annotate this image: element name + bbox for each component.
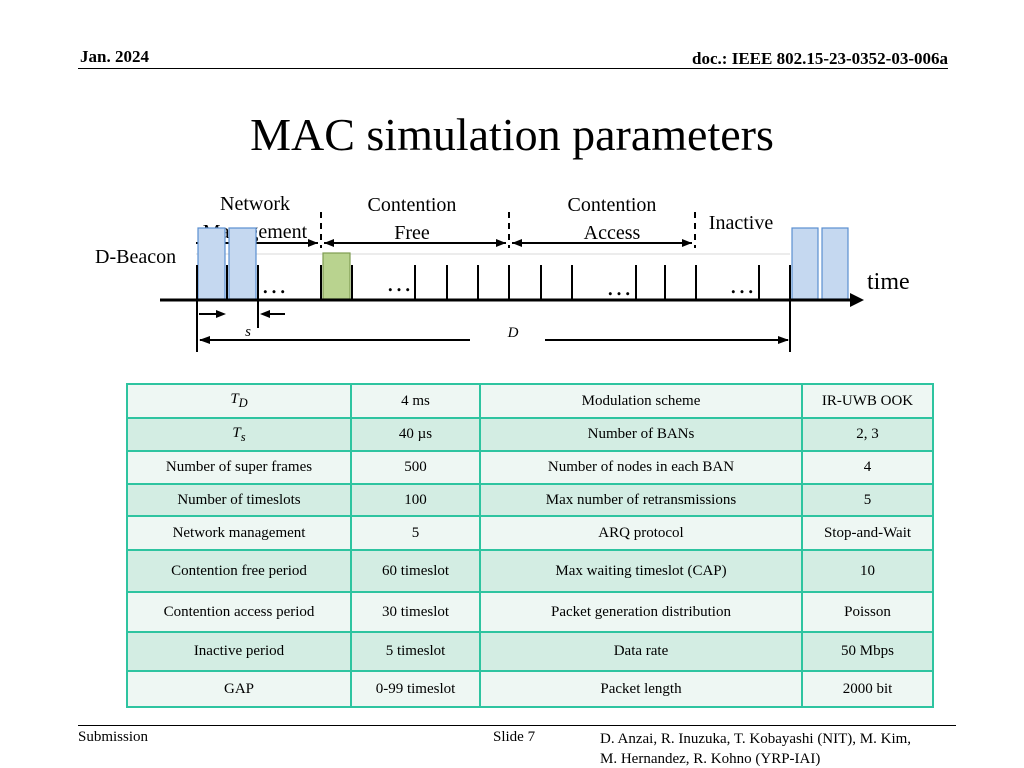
table-row: Contention free period 60 timeslot Max w…: [126, 549, 934, 593]
footer-authors-line2: M. Hernandez, R. Kohno (YRP-IAI): [600, 751, 821, 767]
beacon-block: [821, 227, 849, 300]
table-cell: Data rate: [479, 631, 803, 672]
table-cell: 5 timeslot: [350, 631, 481, 672]
superframe-diagram: Network Management Contention Free Conte…: [95, 193, 910, 352]
footer-submission: Submission: [78, 729, 149, 745]
ellipsis: …: [261, 270, 287, 299]
s-arrow-left-head: [216, 310, 226, 318]
s-arrow-right-head: [260, 310, 270, 318]
table-cell: Contention free period: [126, 549, 352, 593]
table-cell: Packet length: [479, 670, 803, 708]
table-cell: IR-UWB OOK: [801, 383, 934, 419]
contention-access-label-line2: Access: [584, 222, 641, 244]
nm-arrow-right-head: [308, 239, 318, 247]
time-label: time: [867, 269, 910, 295]
table-cell: GAP: [126, 670, 352, 708]
ellipsis: …: [386, 268, 412, 297]
header-rule: [78, 68, 948, 69]
table-cell: 10: [801, 549, 934, 593]
table-cell: 2, 3: [801, 417, 934, 452]
table-cell: Max number of retransmissions: [479, 483, 803, 517]
table-cell: Network management: [126, 515, 352, 551]
table-cell: Packet generation distribution: [479, 591, 803, 633]
table-cell: Inactive period: [126, 631, 352, 672]
ellipsis: …: [729, 270, 755, 299]
table-cell: ARQ protocol: [479, 515, 803, 551]
table-cell: 50 Mbps: [801, 631, 934, 672]
table-cell: Stop-and-Wait: [801, 515, 934, 551]
table-row: Number of timeslots 100 Max number of re…: [126, 483, 934, 517]
contention-free-label-line2: Free: [394, 222, 430, 244]
table-cell: Number of super frames: [126, 450, 352, 485]
table-cell: 5: [801, 483, 934, 517]
table-cell: 4: [801, 450, 934, 485]
cfp-arrow-right-head: [496, 239, 506, 247]
footer-authors-line1: D. Anzai, R. Inuzuka, T. Kobayashi (NIT)…: [600, 731, 912, 747]
table-cell: 60 timeslot: [350, 549, 481, 593]
table-row: Inactive period 5 timeslot Data rate 50 …: [126, 631, 934, 672]
contention-access-label-line1: Contention: [568, 194, 657, 216]
inactive-label: Inactive: [709, 212, 774, 234]
contention-free-slot-block: [322, 252, 351, 300]
d-beacon-label: D-Beacon: [95, 246, 176, 268]
table-cell: TD: [126, 383, 352, 419]
table-cell: Max waiting timeslot (CAP): [479, 549, 803, 593]
time-axis-arrow-head: [850, 293, 864, 307]
beacon-block: [197, 227, 226, 300]
parameters-table: TD 4 ms Modulation scheme IR-UWB OOK Ts …: [126, 383, 934, 708]
table-cell: 40 µs: [350, 417, 481, 452]
table-row: Contention access period 30 timeslot Pac…: [126, 591, 934, 633]
table-cell: Contention access period: [126, 591, 352, 633]
ellipsis: …: [606, 272, 632, 301]
table-cell: 30 timeslot: [350, 591, 481, 633]
table-cell: Modulation scheme: [479, 383, 803, 419]
d-arrow-left-head: [199, 336, 210, 344]
d-arrow-right-head: [778, 336, 789, 344]
cap-arrow-left-head: [512, 239, 522, 247]
table-cell: 0-99 timeslot: [350, 670, 481, 708]
table-cell: Poisson: [801, 591, 934, 633]
beacon-block: [228, 227, 257, 300]
table-cell: 500: [350, 450, 481, 485]
table-cell: 2000 bit: [801, 670, 934, 708]
footer-rule: [78, 725, 956, 726]
table-row: Network management 5 ARQ protocol Stop-a…: [126, 515, 934, 551]
table-cell: Number of timeslots: [126, 483, 352, 517]
table-cell: Ts: [126, 417, 352, 452]
s-label: s: [245, 324, 251, 340]
network-management-label-line1: Network: [220, 193, 290, 215]
table-cell: 5: [350, 515, 481, 551]
table-row: Number of super frames 500 Number of nod…: [126, 450, 934, 485]
table-row: Ts 40 µs Number of BANs 2, 3: [126, 417, 934, 452]
header-doc-id: doc.: IEEE 802.15-23-0352-03-006a: [692, 49, 948, 68]
cfp-arrow-left-head: [324, 239, 334, 247]
table-cell: 4 ms: [350, 383, 481, 419]
page-title: MAC simulation parameters: [250, 109, 774, 160]
table-cell: Number of nodes in each BAN: [479, 450, 803, 485]
d-label: D: [507, 325, 519, 341]
contention-free-label-line1: Contention: [368, 194, 457, 216]
table-row: GAP 0-99 timeslot Packet length 2000 bit: [126, 670, 934, 708]
header-date: Jan. 2024: [80, 47, 149, 66]
cap-arrow-right-head: [682, 239, 692, 247]
table-row: TD 4 ms Modulation scheme IR-UWB OOK: [126, 383, 934, 419]
footer-slide-number: Slide 7: [493, 729, 536, 745]
beacon-block: [791, 227, 819, 300]
table-cell: 100: [350, 483, 481, 517]
table-cell: Number of BANs: [479, 417, 803, 452]
